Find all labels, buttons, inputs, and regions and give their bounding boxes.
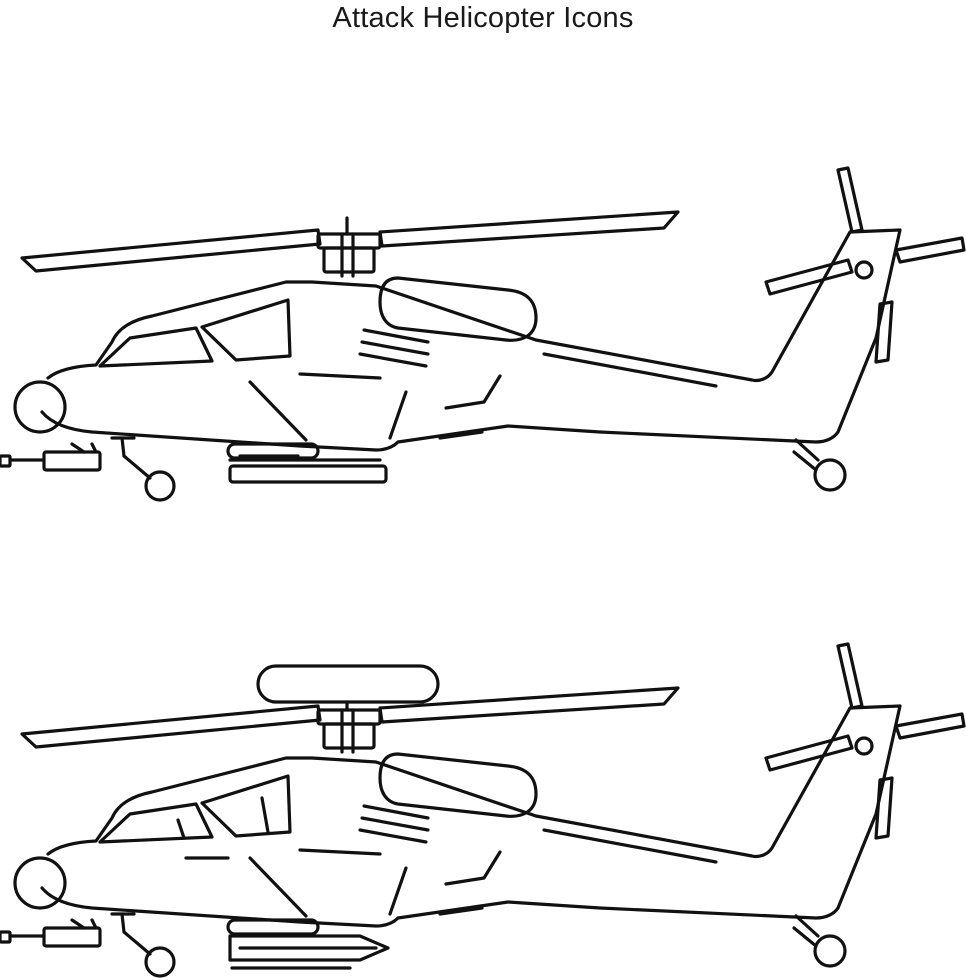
nose-sensor bbox=[13, 856, 67, 910]
body-panel-lines bbox=[184, 848, 502, 918]
cockpit-windows bbox=[98, 774, 292, 844]
rotor-hub bbox=[316, 216, 382, 278]
fuselage bbox=[40, 704, 902, 928]
front-landing-gear bbox=[110, 436, 176, 502]
nose-sensor bbox=[13, 380, 67, 434]
fuselage bbox=[40, 228, 902, 452]
underside-marks bbox=[438, 430, 484, 440]
engine-intake bbox=[378, 752, 538, 818]
main-rotor-blades bbox=[20, 686, 680, 749]
engine-intake bbox=[378, 276, 538, 342]
nose-cannon bbox=[0, 918, 102, 948]
attack-helicopter-icon-with-radar bbox=[0, 636, 966, 978]
main-rotor-blades bbox=[20, 210, 680, 273]
tail-rotor bbox=[764, 642, 966, 840]
mast-radar-dome bbox=[256, 664, 440, 712]
tail-rotor bbox=[764, 166, 966, 364]
rear-landing-gear bbox=[792, 438, 847, 492]
rotor-hub bbox=[316, 708, 382, 754]
cockpit-windows bbox=[98, 298, 292, 368]
attack-helicopter-icon bbox=[0, 160, 966, 502]
front-landing-gear bbox=[110, 912, 176, 978]
tail-boom-lines bbox=[542, 352, 718, 388]
exhaust-vents bbox=[358, 328, 430, 368]
missile-pods bbox=[226, 918, 390, 970]
rear-landing-gear bbox=[792, 914, 847, 968]
weapon-pylons bbox=[226, 442, 388, 484]
page-title: Attack Helicopter Icons bbox=[332, 2, 634, 34]
exhaust-vents bbox=[358, 804, 430, 844]
nose-cannon bbox=[0, 442, 102, 472]
body-panel-lines bbox=[248, 372, 502, 442]
underside-marks bbox=[438, 906, 484, 916]
tail-boom-lines bbox=[542, 828, 718, 864]
